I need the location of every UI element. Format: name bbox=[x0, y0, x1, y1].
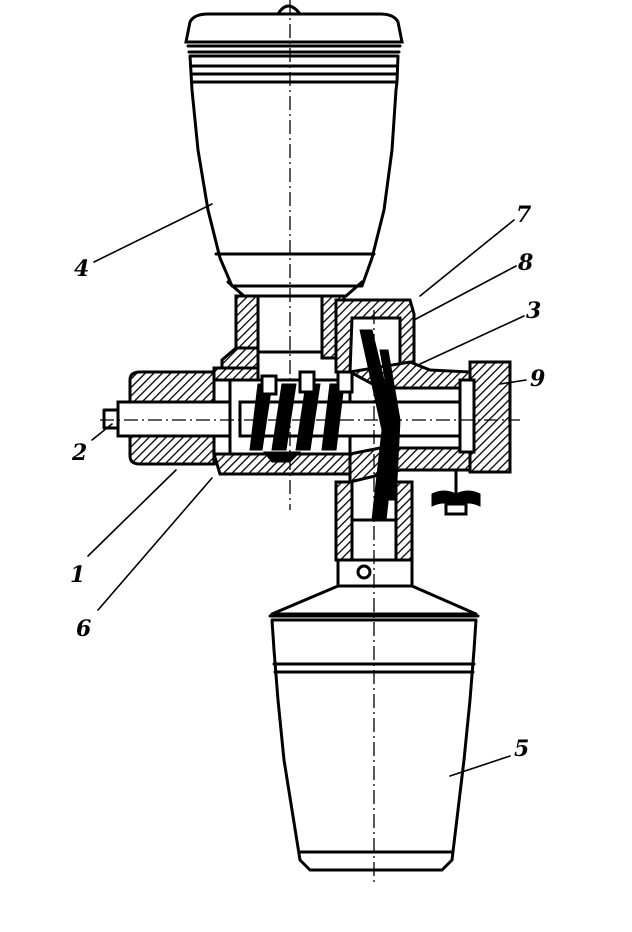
upper-hopper bbox=[184, 4, 404, 298]
label-4: 4 bbox=[74, 256, 89, 282]
label-3: 3 bbox=[526, 298, 541, 324]
leader-lines bbox=[87, 203, 527, 777]
hopper-lid bbox=[184, 12, 404, 44]
grinding-chamber bbox=[334, 298, 512, 521]
cover-top bbox=[334, 298, 416, 374]
hopper-body bbox=[188, 54, 400, 288]
jar-body bbox=[270, 618, 478, 872]
callout-labels: 4 2 1 6 7 8 3 9 5 bbox=[70, 202, 545, 762]
label-7: 7 bbox=[516, 202, 532, 228]
upper-neck bbox=[220, 294, 346, 370]
label-9: 9 bbox=[530, 366, 545, 392]
label-6: 6 bbox=[76, 616, 91, 642]
label-1: 1 bbox=[70, 562, 85, 588]
label-5: 5 bbox=[514, 736, 529, 762]
label-2: 2 bbox=[71, 440, 87, 466]
label-8: 8 bbox=[517, 250, 533, 276]
lower-neck bbox=[334, 480, 414, 588]
